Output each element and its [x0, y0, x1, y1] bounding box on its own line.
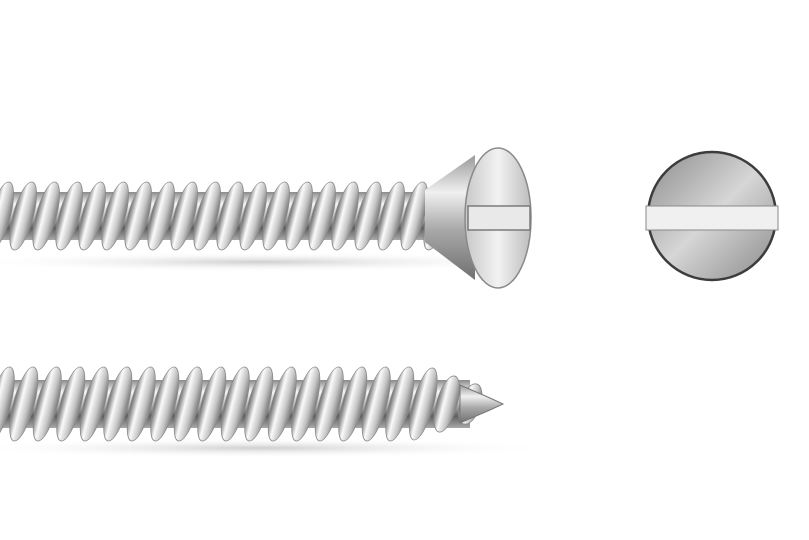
thread-crest [79, 366, 109, 442]
thread-crest [361, 366, 391, 442]
thread-crest [103, 366, 133, 442]
thread-crest [338, 366, 368, 442]
thread-crest [377, 181, 405, 251]
screw-1-shadow [0, 252, 560, 272]
thread-crest [400, 181, 428, 251]
slotted-head-top-view [645, 150, 779, 282]
thread-crest [78, 181, 106, 251]
head-top-slot [645, 205, 779, 231]
screw-2-threads [0, 366, 483, 442]
thread-crest [385, 366, 415, 442]
thread-crest [285, 181, 313, 251]
screw-1-countersunk-cone [425, 155, 475, 280]
thread-crest [150, 366, 180, 442]
thread-crest [32, 181, 60, 251]
thread-crest [124, 181, 152, 251]
thread-crest [0, 181, 14, 251]
thread-crest [0, 366, 15, 442]
thread-crest [55, 181, 83, 251]
thread-crest [147, 181, 175, 251]
thread-crest [354, 181, 382, 251]
screw-2-shadow [0, 438, 560, 458]
screw-2-tip [459, 384, 505, 424]
thread-crest [216, 181, 244, 251]
thread-crest [220, 366, 250, 442]
screw-1-slot [467, 205, 531, 231]
thread-crest [314, 366, 344, 442]
thread-crest [267, 366, 297, 442]
thread-crest [9, 181, 37, 251]
thread-crest [101, 181, 129, 251]
thread-crest [262, 181, 290, 251]
thread-crest [173, 366, 203, 442]
thread-crest [197, 366, 227, 442]
thread-crest [239, 181, 267, 251]
thread-crest [56, 366, 86, 442]
thread-crest [126, 366, 156, 442]
thread-crest [32, 366, 62, 442]
thread-crest [193, 181, 221, 251]
thread-crest [331, 181, 359, 251]
thread-crest [170, 181, 198, 251]
thread-crest [244, 366, 274, 442]
countersunk-screw-side [0, 147, 532, 289]
thread-crest [9, 366, 39, 442]
thread-crest [433, 375, 460, 433]
screw-shank-tip [0, 366, 505, 442]
thread-crest [408, 367, 438, 441]
thread-crest [291, 366, 321, 442]
thread-crest [308, 181, 336, 251]
